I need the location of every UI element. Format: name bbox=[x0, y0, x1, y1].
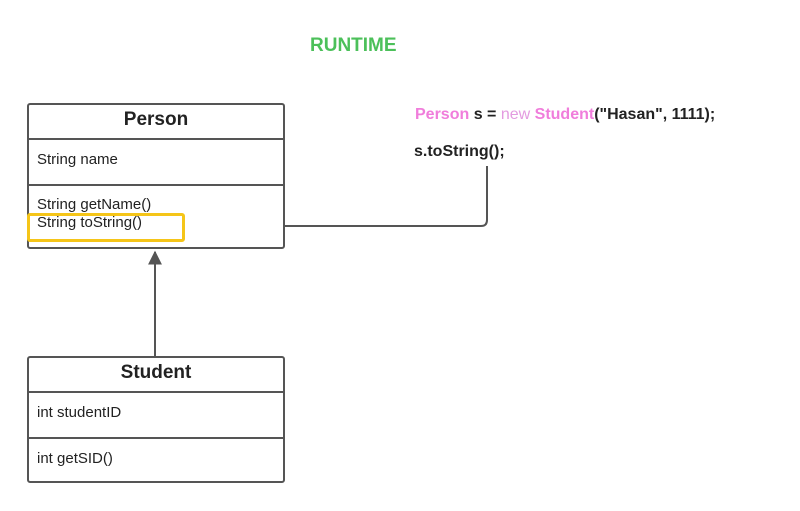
code-ctor-args: ("Hasan", 1111); bbox=[594, 106, 716, 123]
person-methods: String getName() String toString() bbox=[29, 186, 283, 232]
call-arrow-icon bbox=[188, 166, 488, 233]
person-class-box: Person String name String getName() Stri… bbox=[27, 103, 285, 249]
student-fields: int studentID bbox=[29, 393, 283, 439]
person-method-getname: String getName() bbox=[37, 196, 152, 213]
tostring-highlight bbox=[27, 213, 185, 242]
person-field-name: String name bbox=[37, 151, 118, 168]
person-method-tostring: String toString() bbox=[37, 214, 143, 231]
student-class-name: Student bbox=[29, 358, 283, 393]
student-class-box: Student int studentID int getSID() bbox=[27, 356, 285, 483]
student-method-getsid: int getSID() bbox=[37, 450, 113, 467]
person-fields: String name bbox=[29, 140, 283, 186]
code-type-person: Person bbox=[415, 106, 470, 123]
code-var-assign: s = bbox=[469, 106, 501, 123]
code-line-declaration: Person s = new Student("Hasan", 1111); bbox=[415, 106, 715, 124]
code-new-keyword: new bbox=[500, 106, 531, 123]
person-class-name: Person bbox=[29, 105, 283, 140]
student-field-id: int studentID bbox=[37, 404, 122, 421]
diagram-title: RUNTIME bbox=[310, 35, 397, 56]
student-methods: int getSID() bbox=[29, 439, 283, 468]
code-line-call: s.toString(); bbox=[414, 143, 505, 160]
code-type-student: Student bbox=[534, 106, 595, 123]
